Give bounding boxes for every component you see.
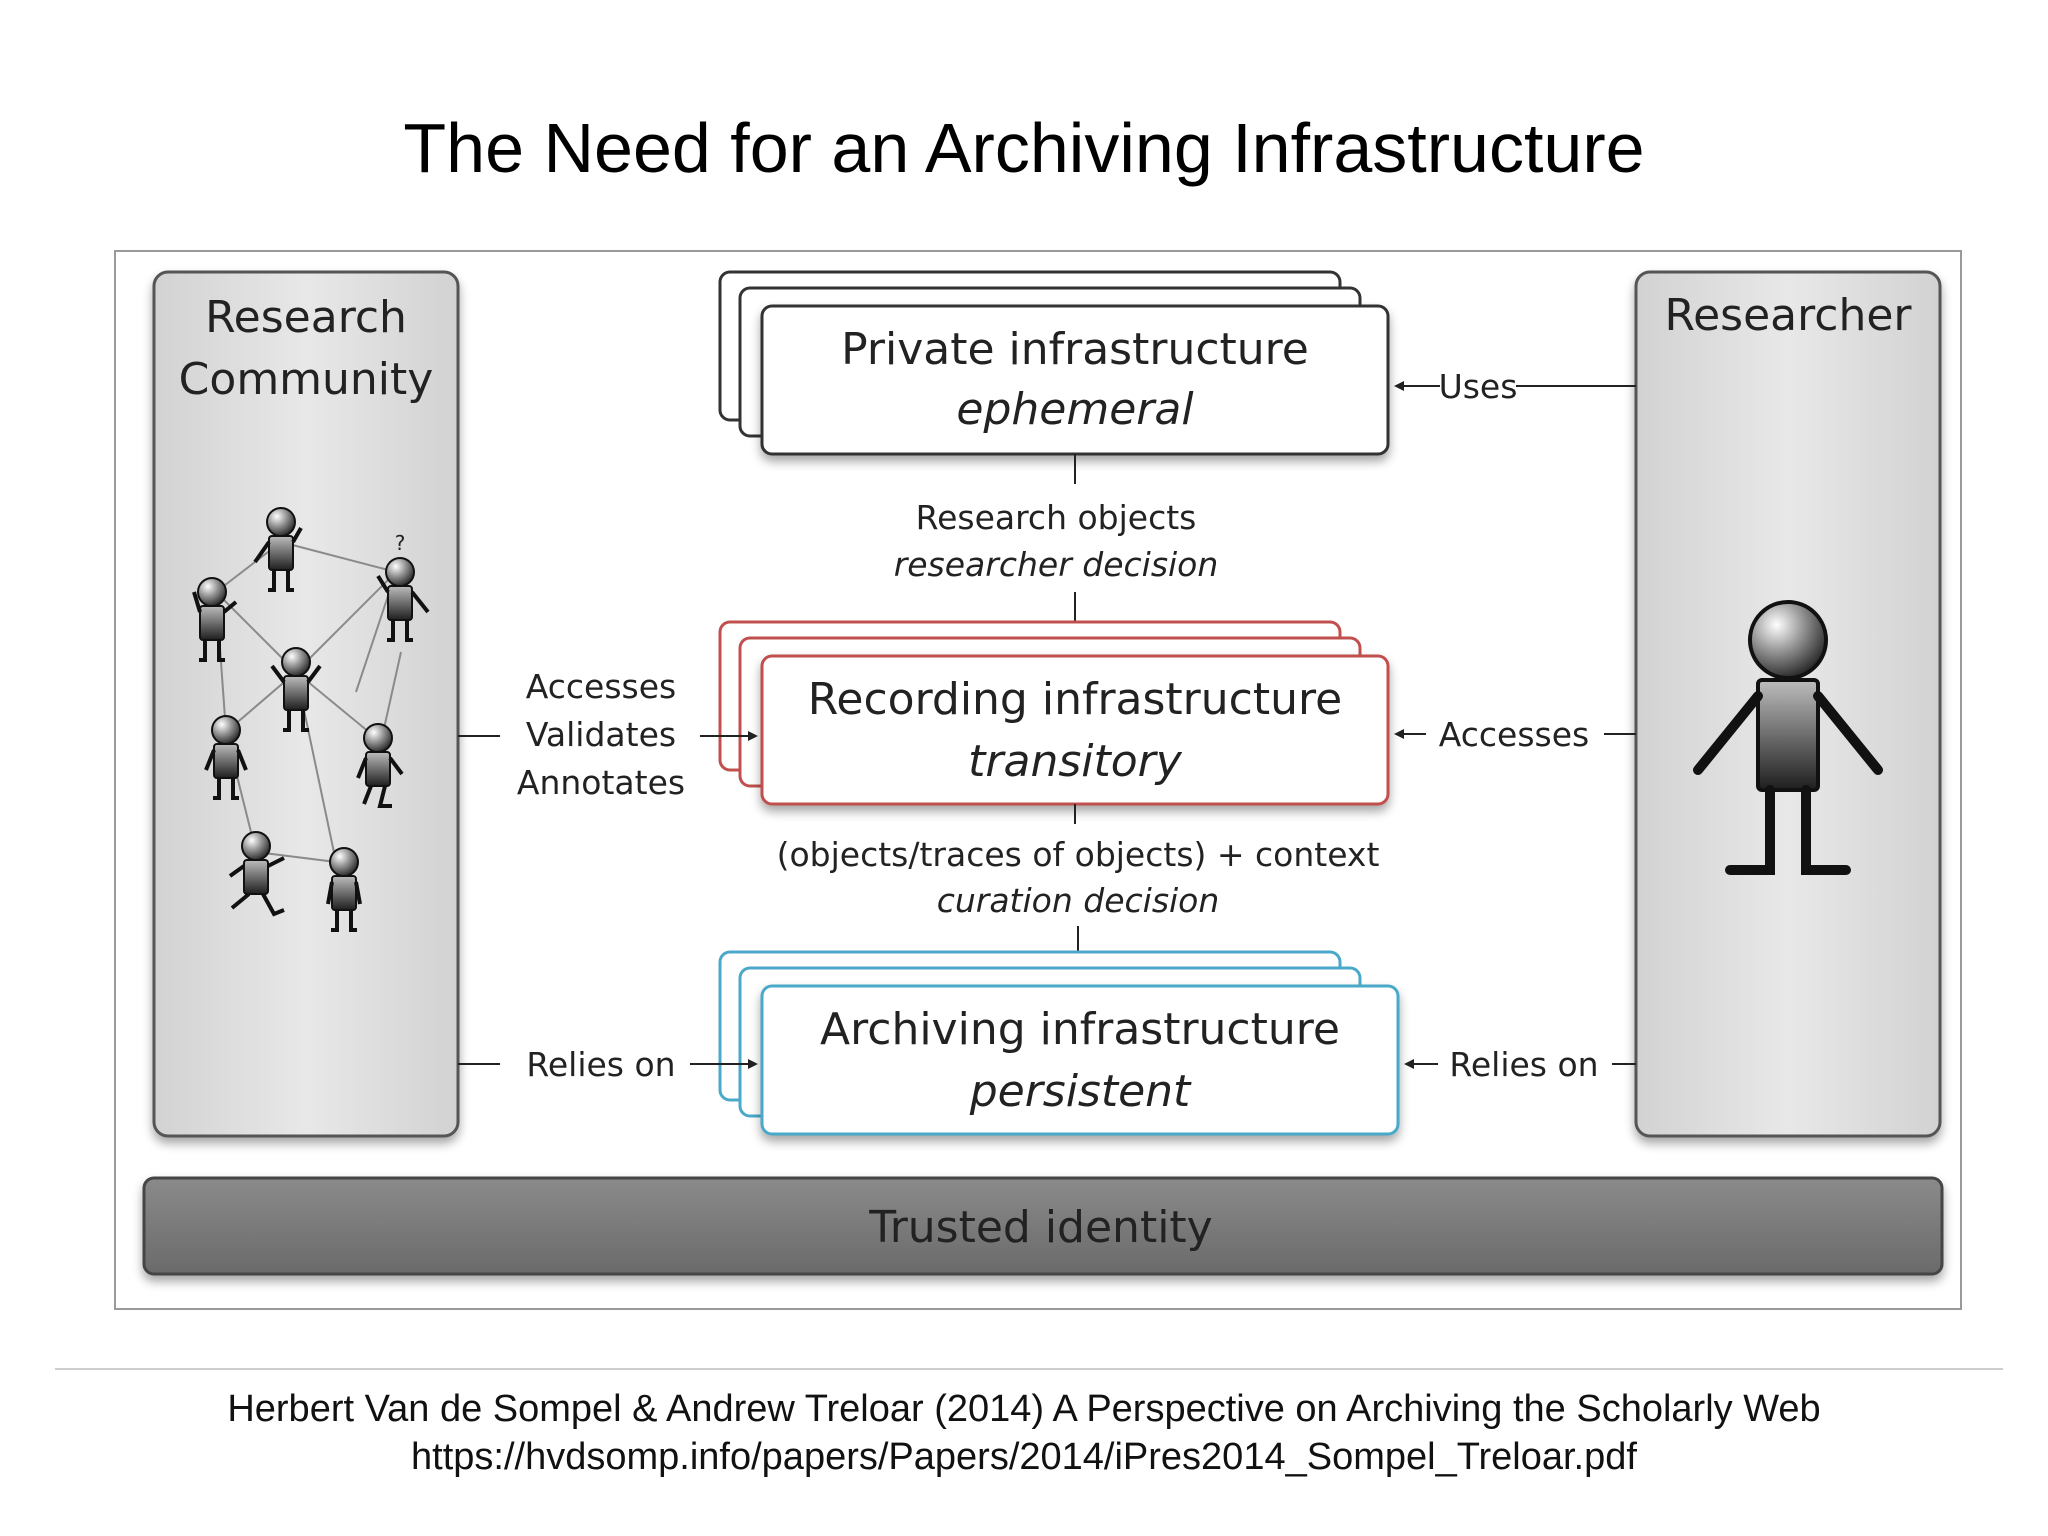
- trusted-identity-bar: Trusted identity: [142, 1176, 1944, 1276]
- person-icon: [192, 577, 238, 662]
- left-label-relies-on: Relies on: [526, 1045, 675, 1084]
- right-label-relies-on: Relies on: [1449, 1045, 1598, 1084]
- researcher-person-icon: [1693, 600, 1883, 875]
- person-icon: ?: [376, 531, 430, 642]
- left-label-accesses: Accesses: [526, 667, 676, 706]
- research-community-title-line1: Research: [205, 292, 407, 343]
- person-icon: [326, 847, 362, 932]
- recording-infrastructure-title: Recording infrastructure: [808, 674, 1342, 725]
- svg-text:?: ?: [395, 531, 406, 555]
- researcher-title: Researcher: [1665, 290, 1913, 341]
- left-label-annotates: Annotates: [517, 763, 685, 802]
- left-label-validates: Validates: [526, 715, 676, 754]
- slide-title: The Need for an Archiving Infrastructure: [403, 109, 1645, 187]
- flow1-label: Research objects: [916, 498, 1197, 537]
- person-icon: [204, 715, 248, 800]
- archiving-infrastructure-subtitle: persistent: [969, 1066, 1192, 1117]
- person-icon: [228, 831, 285, 917]
- recording-infrastructure-subtitle: transitory: [968, 736, 1183, 787]
- private-infrastructure-subtitle: ephemeral: [956, 384, 1194, 435]
- private-infrastructure-title: Private infrastructure: [841, 324, 1309, 375]
- research-community-panel: Research Community: [152, 270, 460, 1138]
- archiving-infrastructure-box: Archiving infrastructure persistent: [718, 950, 1400, 1136]
- research-community-title-line2: Community: [179, 354, 434, 405]
- footer-divider: [55, 1368, 2003, 1370]
- flow1-decision: researcher decision: [894, 545, 1219, 584]
- person-icon: [270, 647, 322, 732]
- flow2-decision: curation decision: [937, 881, 1220, 920]
- person-icon: [253, 507, 303, 592]
- person-icon: [356, 723, 404, 808]
- trusted-identity-label: Trusted identity: [868, 1202, 1212, 1253]
- diagram-figure: Research Community: [114, 250, 1962, 1310]
- flow2-label: (objects/traces of objects) + context: [777, 835, 1380, 874]
- right-label-uses: Uses: [1439, 367, 1518, 406]
- footer-citation: Herbert Van de Sompel & Andrew Treloar (…: [227, 1388, 1821, 1430]
- archiving-infrastructure-title: Archiving infrastructure: [820, 1004, 1340, 1055]
- community-people-icons: ?: [192, 507, 430, 932]
- researcher-panel: Researcher: [1634, 270, 1942, 1138]
- right-connectors: Uses Accesses Relies on: [1394, 367, 1636, 1084]
- recording-infrastructure-box: Recording infrastructure transitory: [718, 620, 1390, 806]
- footer-url: https://hvdsomp.info/papers/Papers/2014/…: [411, 1436, 1637, 1478]
- right-label-accesses: Accesses: [1439, 715, 1589, 754]
- private-infrastructure-box: Private infrastructure ephemeral: [718, 270, 1390, 456]
- diagram-canvas: Research Community: [142, 270, 1944, 1276]
- left-connectors: Accesses Validates Annotates Relies on: [458, 667, 758, 1084]
